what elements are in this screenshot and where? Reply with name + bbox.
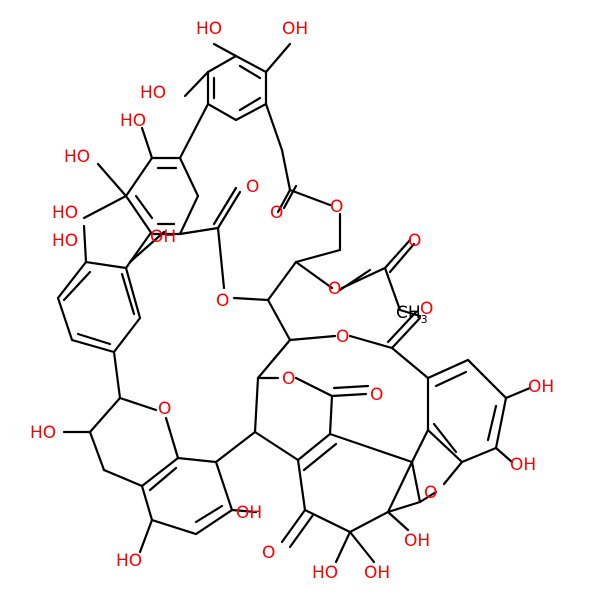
carbonyl-oxygen-label: O [246, 177, 259, 197]
hydroxyl-label: OH [364, 563, 390, 583]
hydroxyl-label: HO [52, 231, 78, 251]
carbonyl-oxygen-label: O [270, 203, 283, 223]
hydroxyl-label: HO [64, 147, 90, 167]
hydroxyl-label: OH [510, 455, 536, 475]
atom-labels: HO OH HO HO HO HO OH HO HO OH OH HO OH O… [30, 19, 554, 583]
hydroxyl-label: OH [150, 227, 176, 247]
hydroxyl-label: HO [116, 551, 142, 571]
hydroxyl-label: HO [196, 19, 222, 39]
hydroxyl-label: OH [236, 503, 262, 523]
ring-oxygen-label: O [328, 279, 341, 299]
carbonyl-oxygen-label: O [370, 385, 383, 405]
ring-oxygen-label: O [330, 197, 343, 217]
hydroxyl-label: HO [30, 423, 56, 443]
hydroxyl-label: HO [140, 83, 166, 103]
hydroxyl-label: HO [312, 563, 338, 583]
hydroxyl-label: HO [52, 203, 78, 223]
carbonyl-oxygen-label: O [408, 231, 421, 251]
ring-oxygen-label: O [336, 327, 349, 347]
carbonyl-oxygen-label: O [262, 543, 275, 563]
hydroxyl-label: OH [282, 19, 308, 39]
methyl-label: CH3 [396, 303, 428, 326]
ring-oxygen-label: O [158, 399, 171, 419]
ring-oxygen-label: O [424, 483, 437, 503]
methyl-ch-label: CH [396, 303, 421, 323]
hydroxyl-label: OH [528, 377, 554, 397]
methyl-subscript: 3 [421, 313, 428, 326]
carbonyl-oxygen-label: O [420, 299, 433, 319]
ring-oxygen-label: O [282, 369, 295, 389]
bond-lines [56, 42, 532, 564]
ring-oxygen-label: O [216, 291, 229, 311]
hydroxyl-label: OH [404, 531, 430, 551]
hydroxyl-label: HO [120, 111, 146, 131]
